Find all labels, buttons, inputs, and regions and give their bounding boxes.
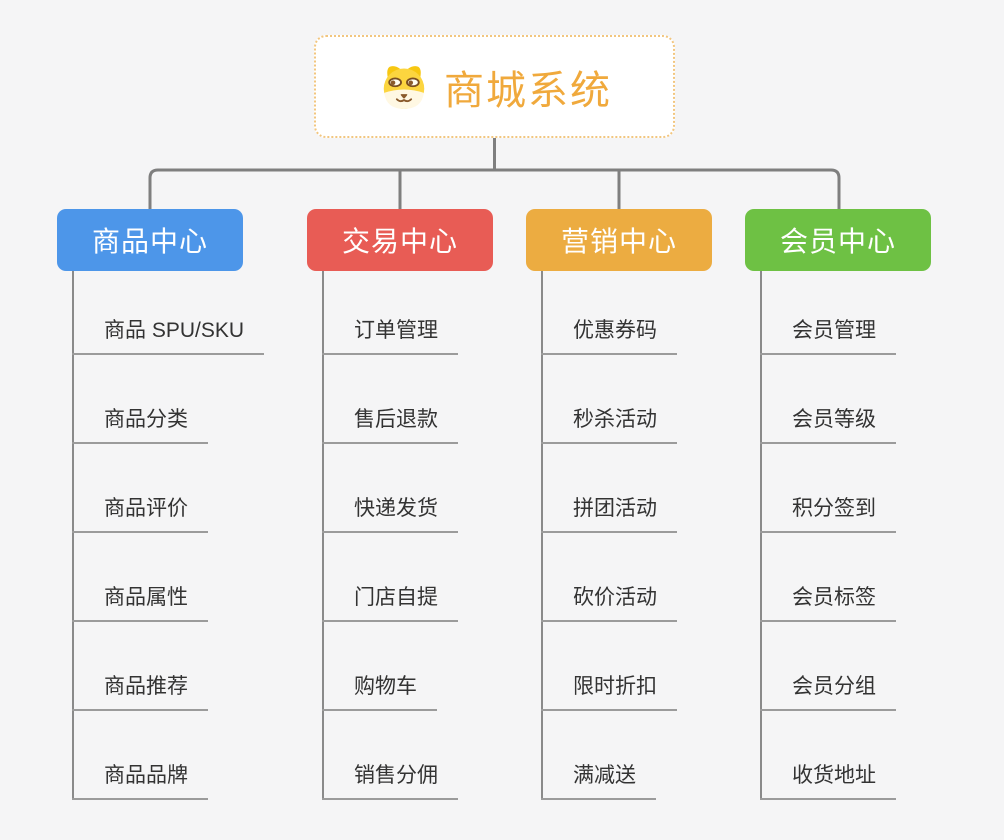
leaf-node[interactable]: 商品分类	[72, 407, 208, 444]
branch-node-member-center[interactable]: 会员中心	[745, 209, 931, 271]
leaf-node[interactable]: 满减送	[541, 763, 656, 800]
branch-node-product-center[interactable]: 商品中心	[57, 209, 243, 271]
leaf-node[interactable]: 商品评价	[72, 496, 208, 533]
branch-node-trade-center[interactable]: 交易中心	[307, 209, 493, 271]
leaf-node[interactable]: 购物车	[322, 674, 437, 711]
leaf-node[interactable]: 拼团活动	[541, 496, 677, 533]
leaf-node[interactable]: 限时折扣	[541, 674, 677, 711]
leaf-node[interactable]: 会员管理	[760, 318, 896, 355]
branch-label: 营销中心	[560, 226, 677, 257]
branch-label: 会员中心	[779, 226, 896, 257]
branch-node-marketing-center[interactable]: 营销中心	[526, 209, 712, 271]
leaf-node[interactable]: 优惠券码	[541, 318, 677, 355]
leaf-node[interactable]: 售后退款	[322, 407, 458, 444]
leaf-node[interactable]: 商品属性	[72, 585, 208, 622]
leaf-node[interactable]: 会员分组	[760, 674, 896, 711]
leaf-node[interactable]: 商品推荐	[72, 674, 208, 711]
leaf-node[interactable]: 砍价活动	[541, 585, 677, 622]
leaf-node[interactable]: 门店自提	[322, 585, 458, 622]
root-node[interactable]: 商城系统	[314, 35, 675, 138]
leaf-node[interactable]: 积分签到	[760, 496, 896, 533]
branch-label: 商品中心	[91, 226, 208, 257]
leaf-node[interactable]: 商品品牌	[72, 763, 208, 800]
leaf-node[interactable]: 订单管理	[322, 318, 458, 355]
branch-label: 交易中心	[341, 226, 458, 257]
leaf-node[interactable]: 收货地址	[760, 763, 896, 800]
leaf-node[interactable]: 销售分佣	[322, 763, 458, 800]
root-title: 商城系统	[444, 68, 612, 113]
leaf-node[interactable]: 会员标签	[760, 585, 896, 622]
leaf-node[interactable]: 秒杀活动	[541, 407, 677, 444]
leaf-node[interactable]: 快递发货	[322, 496, 458, 533]
leaf-node[interactable]: 会员等级	[760, 407, 896, 444]
leaf-node[interactable]: 商品 SPU/SKU	[72, 318, 265, 355]
doge-icon	[383, 65, 425, 109]
